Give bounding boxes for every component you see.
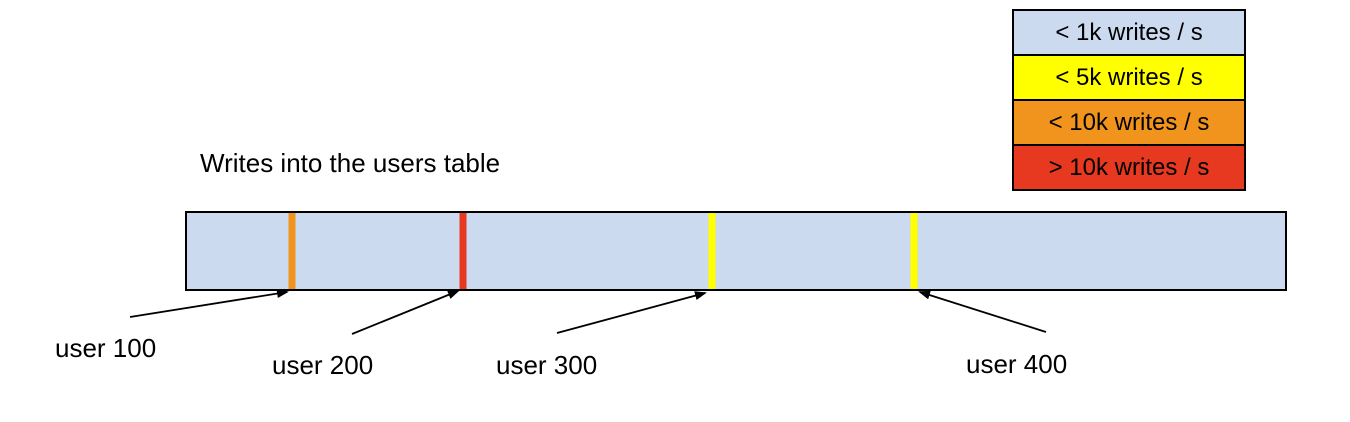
legend-label-lt-5k: < 5k writes / s bbox=[1055, 63, 1203, 91]
label-user-400: user 400 bbox=[966, 349, 1068, 379]
legend-row-lt-1k: < 1k writes / s bbox=[1012, 9, 1246, 56]
hotspot-stripe-user-100 bbox=[288, 213, 296, 289]
legend-label-lt-10k: < 10k writes / s bbox=[1048, 108, 1210, 136]
label-user-300: user 300 bbox=[496, 350, 598, 380]
arrow-user-100 bbox=[129, 289, 289, 318]
hotspot-stripe-user-400 bbox=[910, 213, 918, 289]
write-rate-legend: < 1k writes / s < 5k writes / s < 10k wr… bbox=[1012, 9, 1246, 191]
hotspot-stripe-user-300 bbox=[708, 213, 716, 289]
label-user-200: user 200 bbox=[272, 350, 374, 380]
diagram-title: Writes into the users table bbox=[200, 148, 501, 178]
arrow-user-400 bbox=[918, 290, 1047, 333]
legend-row-lt-10k: < 10k writes / s bbox=[1012, 99, 1246, 146]
arrow-user-300 bbox=[556, 291, 707, 334]
arrow-user-200 bbox=[351, 290, 460, 335]
legend-label-lt-1k: < 1k writes / s bbox=[1055, 18, 1203, 46]
legend-label-gt-10k: > 10k writes / s bbox=[1048, 153, 1210, 181]
label-user-100: user 100 bbox=[55, 333, 157, 363]
legend-row-lt-5k: < 5k writes / s bbox=[1012, 54, 1246, 101]
legend-row-gt-10k: > 10k writes / s bbox=[1012, 144, 1246, 191]
users-table-bar bbox=[185, 211, 1287, 291]
hotspot-stripe-user-200 bbox=[459, 213, 467, 289]
